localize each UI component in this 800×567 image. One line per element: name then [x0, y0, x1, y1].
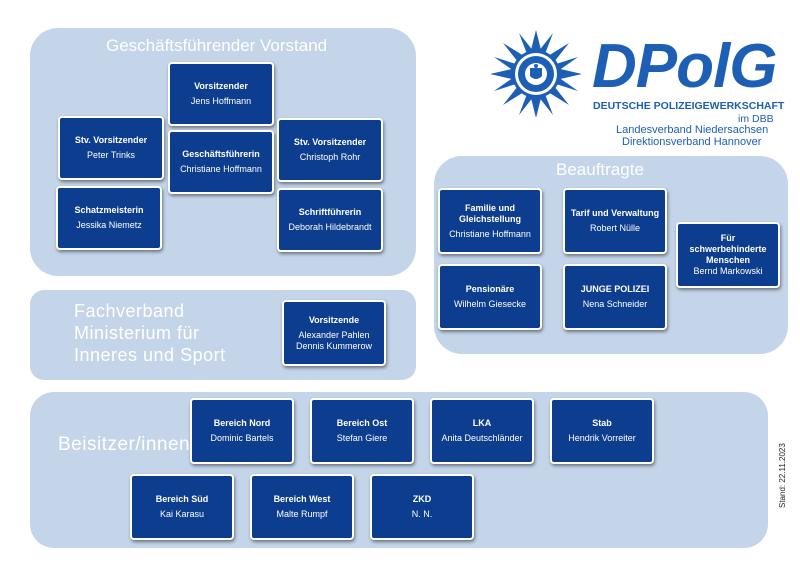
fachverband-title-line-1: Fachverband [74, 301, 185, 321]
zkd-role: ZKD [412, 494, 432, 504]
geschaeftsfuehrerin-name: Christiane Hoffmann [180, 164, 262, 174]
logo-wordmark: DPolG [592, 32, 777, 101]
bereich-west-name: Malte Rumpf [276, 509, 328, 519]
stv-vorsitzender-2-box: Stv. Vorsitzender Christoph Rohr [277, 118, 383, 182]
bereich-nord-name: Dominic Bartels [210, 433, 274, 443]
logo-line-2: im DBB [738, 113, 774, 125]
police-star-emblem-icon [490, 30, 582, 118]
familie-role-line-2: Gleichstellung [458, 213, 521, 224]
schwerbehinderte-box: Für schwerbehinderte Menschen Bernd Mark… [676, 222, 780, 288]
pensionaere-box: Pensionäre Wilhelm Giesecke [438, 264, 542, 330]
schatzmeisterin-role: Schatzmeisterin [74, 205, 144, 215]
fachverband-vorsitzende-box: Vorsitzende Alexander Pahlen Dennis Kumm… [282, 300, 386, 366]
lka-role: LKA [472, 418, 492, 428]
junge-polizei-box: JUNGE POLIZEI Nena Schneider [563, 264, 667, 330]
logo-line-4: Direktionsverband Hannover [622, 136, 762, 148]
tarif-role: Tarif und Verwaltung [570, 208, 660, 218]
geschaeftsfuehrerin-role: Geschäftsführerin [182, 149, 260, 159]
pensionaere-role: Pensionäre [465, 284, 515, 294]
junge-polizei-name: Nena Schneider [582, 299, 648, 309]
beauftragte-title: Beauftragte [556, 160, 644, 179]
stv-vorsitzender-1-box: Stv. Vorsitzender Peter Trinks [58, 116, 164, 180]
logo-line-3: Landesverband Niedersachsen [616, 124, 769, 136]
bereich-sued-name: Kai Karasu [159, 509, 205, 519]
lka-name: Anita Deutschländer [441, 433, 523, 443]
bereich-ost-box: Bereich Ost Stefan Giere [310, 398, 414, 464]
schriftfuehrerin-name: Deborah Hildebrandt [288, 222, 372, 232]
vorsitzender-role: Vorsitzender [194, 81, 248, 91]
bereich-west-role: Bereich West [273, 494, 331, 504]
bereich-sued-box: Bereich Süd Kai Karasu [130, 474, 234, 540]
bereich-nord-role: Bereich Nord [213, 418, 271, 428]
bereich-sued-role: Bereich Süd [155, 494, 209, 504]
stv-vorsitzender-2-name: Christoph Rohr [299, 152, 361, 162]
schatzmeisterin-box: Schatzmeisterin Jessika Niemetz [56, 186, 162, 250]
stab-role: Stab [592, 418, 612, 428]
fachverband-title-line-3: Inneres und Sport [74, 345, 226, 365]
beisitzer-title: Beisitzer/innen [58, 434, 191, 455]
familie-role-line-1: Familie und [464, 202, 515, 213]
vorsitzender-box: Vorsitzender Jens Hoffmann [168, 62, 274, 126]
fachverband-vorsitzende-name-1: Alexander Pahlen [298, 329, 370, 340]
stand-date: Stand: 22.11.2023 [778, 443, 787, 508]
stab-name: Hendrik Vorreiter [568, 433, 636, 443]
familie-name: Christiane Hoffmann [449, 228, 531, 239]
vorstand-title: Geschäftsführender Vorstand [106, 36, 328, 55]
zkd-name: N. N. [411, 509, 433, 519]
stab-box: Stab Hendrik Vorreiter [550, 398, 654, 464]
geschaeftsfuehrerin-box: Geschäftsführerin Christiane Hoffmann [168, 130, 274, 194]
junge-polizei-role: JUNGE POLIZEI [580, 284, 650, 294]
fachverband-title-line-2: Ministerium für [74, 323, 200, 343]
schwer-role-line-2: schwerbehinderte [689, 244, 767, 254]
tarif-name: Robert Nülle [589, 223, 641, 233]
schriftfuehrerin-role: Schriftführerin [298, 207, 362, 217]
fachverband-vorsitzende-role: Vorsitzende [308, 314, 360, 325]
tarif-verwaltung-box: Tarif und Verwaltung Robert Nülle [563, 188, 667, 254]
pensionaere-name: Wilhelm Giesecke [453, 299, 527, 309]
schatzmeisterin-name: Jessika Niemetz [76, 220, 142, 230]
bereich-ost-role: Bereich Ost [336, 418, 388, 428]
bereich-west-box: Bereich West Malte Rumpf [250, 474, 354, 540]
zkd-box: ZKD N. N. [370, 474, 474, 540]
bereich-nord-box: Bereich Nord Dominic Bartels [190, 398, 294, 464]
stv-vorsitzender-1-name: Peter Trinks [86, 150, 135, 160]
fachverband-title: Fachverband Ministerium für Inneres und … [74, 300, 226, 366]
stv-vorsitzender-1-role: Stv. Vorsitzender [74, 135, 148, 145]
schwer-name: Bernd Markowski [693, 266, 763, 276]
bereich-ost-name: Stefan Giere [336, 433, 388, 443]
stv-vorsitzender-2-role: Stv. Vorsitzender [293, 137, 367, 147]
vorsitzender-name: Jens Hoffmann [190, 96, 252, 106]
lka-box: LKA Anita Deutschländer [430, 398, 534, 464]
schriftfuehrerin-box: Schriftführerin Deborah Hildebrandt [277, 188, 383, 252]
schwer-role-line-3: Menschen [705, 255, 750, 265]
logo-line-1: DEUTSCHE POLIZEIGEWERKSCHAFT [593, 100, 785, 112]
schwer-role-line-1: Für [720, 233, 736, 243]
fachverband-vorsitzende-name-2: Dennis Kummerow [295, 340, 373, 351]
familie-gleichstellung-box: Familie und Gleichstellung Christiane Ho… [438, 188, 542, 254]
